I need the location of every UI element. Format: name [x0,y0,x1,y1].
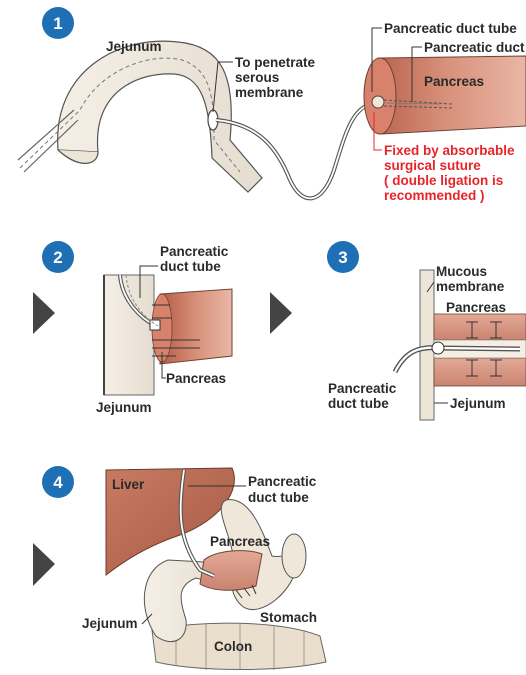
label-jejunum: Jejunum [96,400,152,415]
label-stomach: Stomach [260,610,317,625]
step-badge-4: 4 [42,466,74,498]
label-penetrate-1: To penetrate [235,55,316,70]
label-pancreatic-duct: Pancreatic duct [424,40,525,55]
label-duct-tube-2: duct tube [248,490,309,505]
label-pancreas: Pancreas [424,74,484,89]
step-badge-1: 1 [42,7,74,39]
jejunum-wall [420,270,434,420]
step-badge-3: 3 [327,241,359,273]
pancreas-lower [434,358,526,386]
label-penetrate-2: serous [235,70,279,85]
label-duct-tube-1: Pancreatic [248,474,317,489]
label-duct-tube-1: Pancreatic [160,244,229,259]
label-mucous-2: membrane [436,279,505,294]
label-fixed-2: surgical suture [384,158,481,173]
next-arrow [270,292,292,334]
label-duct-tube: Pancreatic duct tube [384,21,517,36]
label-duct-tube-1: Pancreatic [328,381,397,396]
label-liver: Liver [112,477,145,492]
label-fixed-1: Fixed by absorbable [384,143,515,158]
jejunum-arch [58,41,262,192]
step-number: 2 [53,248,62,267]
label-colon: Colon [214,639,252,654]
step-number: 4 [53,473,63,492]
label-duct-tube-2: duct tube [160,259,221,274]
label-jejunum: Jejunum [106,39,162,54]
label-pancreas: Pancreas [166,371,226,386]
label-fixed-3: ( double ligation is [384,173,503,188]
next-arrow [33,543,55,586]
step-number: 3 [338,248,347,267]
pancreas-upper [434,314,526,340]
label-fixed-4: recommended ) [384,188,485,203]
panel-4: 4 Liver Pancreatic duct tube Pancreas Je… [33,466,326,670]
label-mucous-1: Mucous [436,264,487,279]
panel-1: 1 Jejunum To penetrate serous membrane P… [18,7,526,203]
jejunum-wall [104,275,154,395]
label-jejunum: Jejunum [82,616,138,631]
label-duct-tube-2: duct tube [328,396,389,411]
label-penetrate-3: membrane [235,85,304,100]
label-pancreas: Pancreas [446,300,506,315]
step-badge-2: 2 [42,241,74,273]
pancreas [200,551,262,591]
panel-2: 2 Pancreatic duct tube Pancreas Jejunum [33,241,232,415]
next-arrow [33,292,55,334]
panel-3: 3 Mucous membrane Pancreas Pancreatic du… [270,241,526,420]
label-pancreas: Pancreas [210,534,270,549]
step-number: 1 [53,14,62,33]
label-jejunum: Jejunum [450,396,506,411]
